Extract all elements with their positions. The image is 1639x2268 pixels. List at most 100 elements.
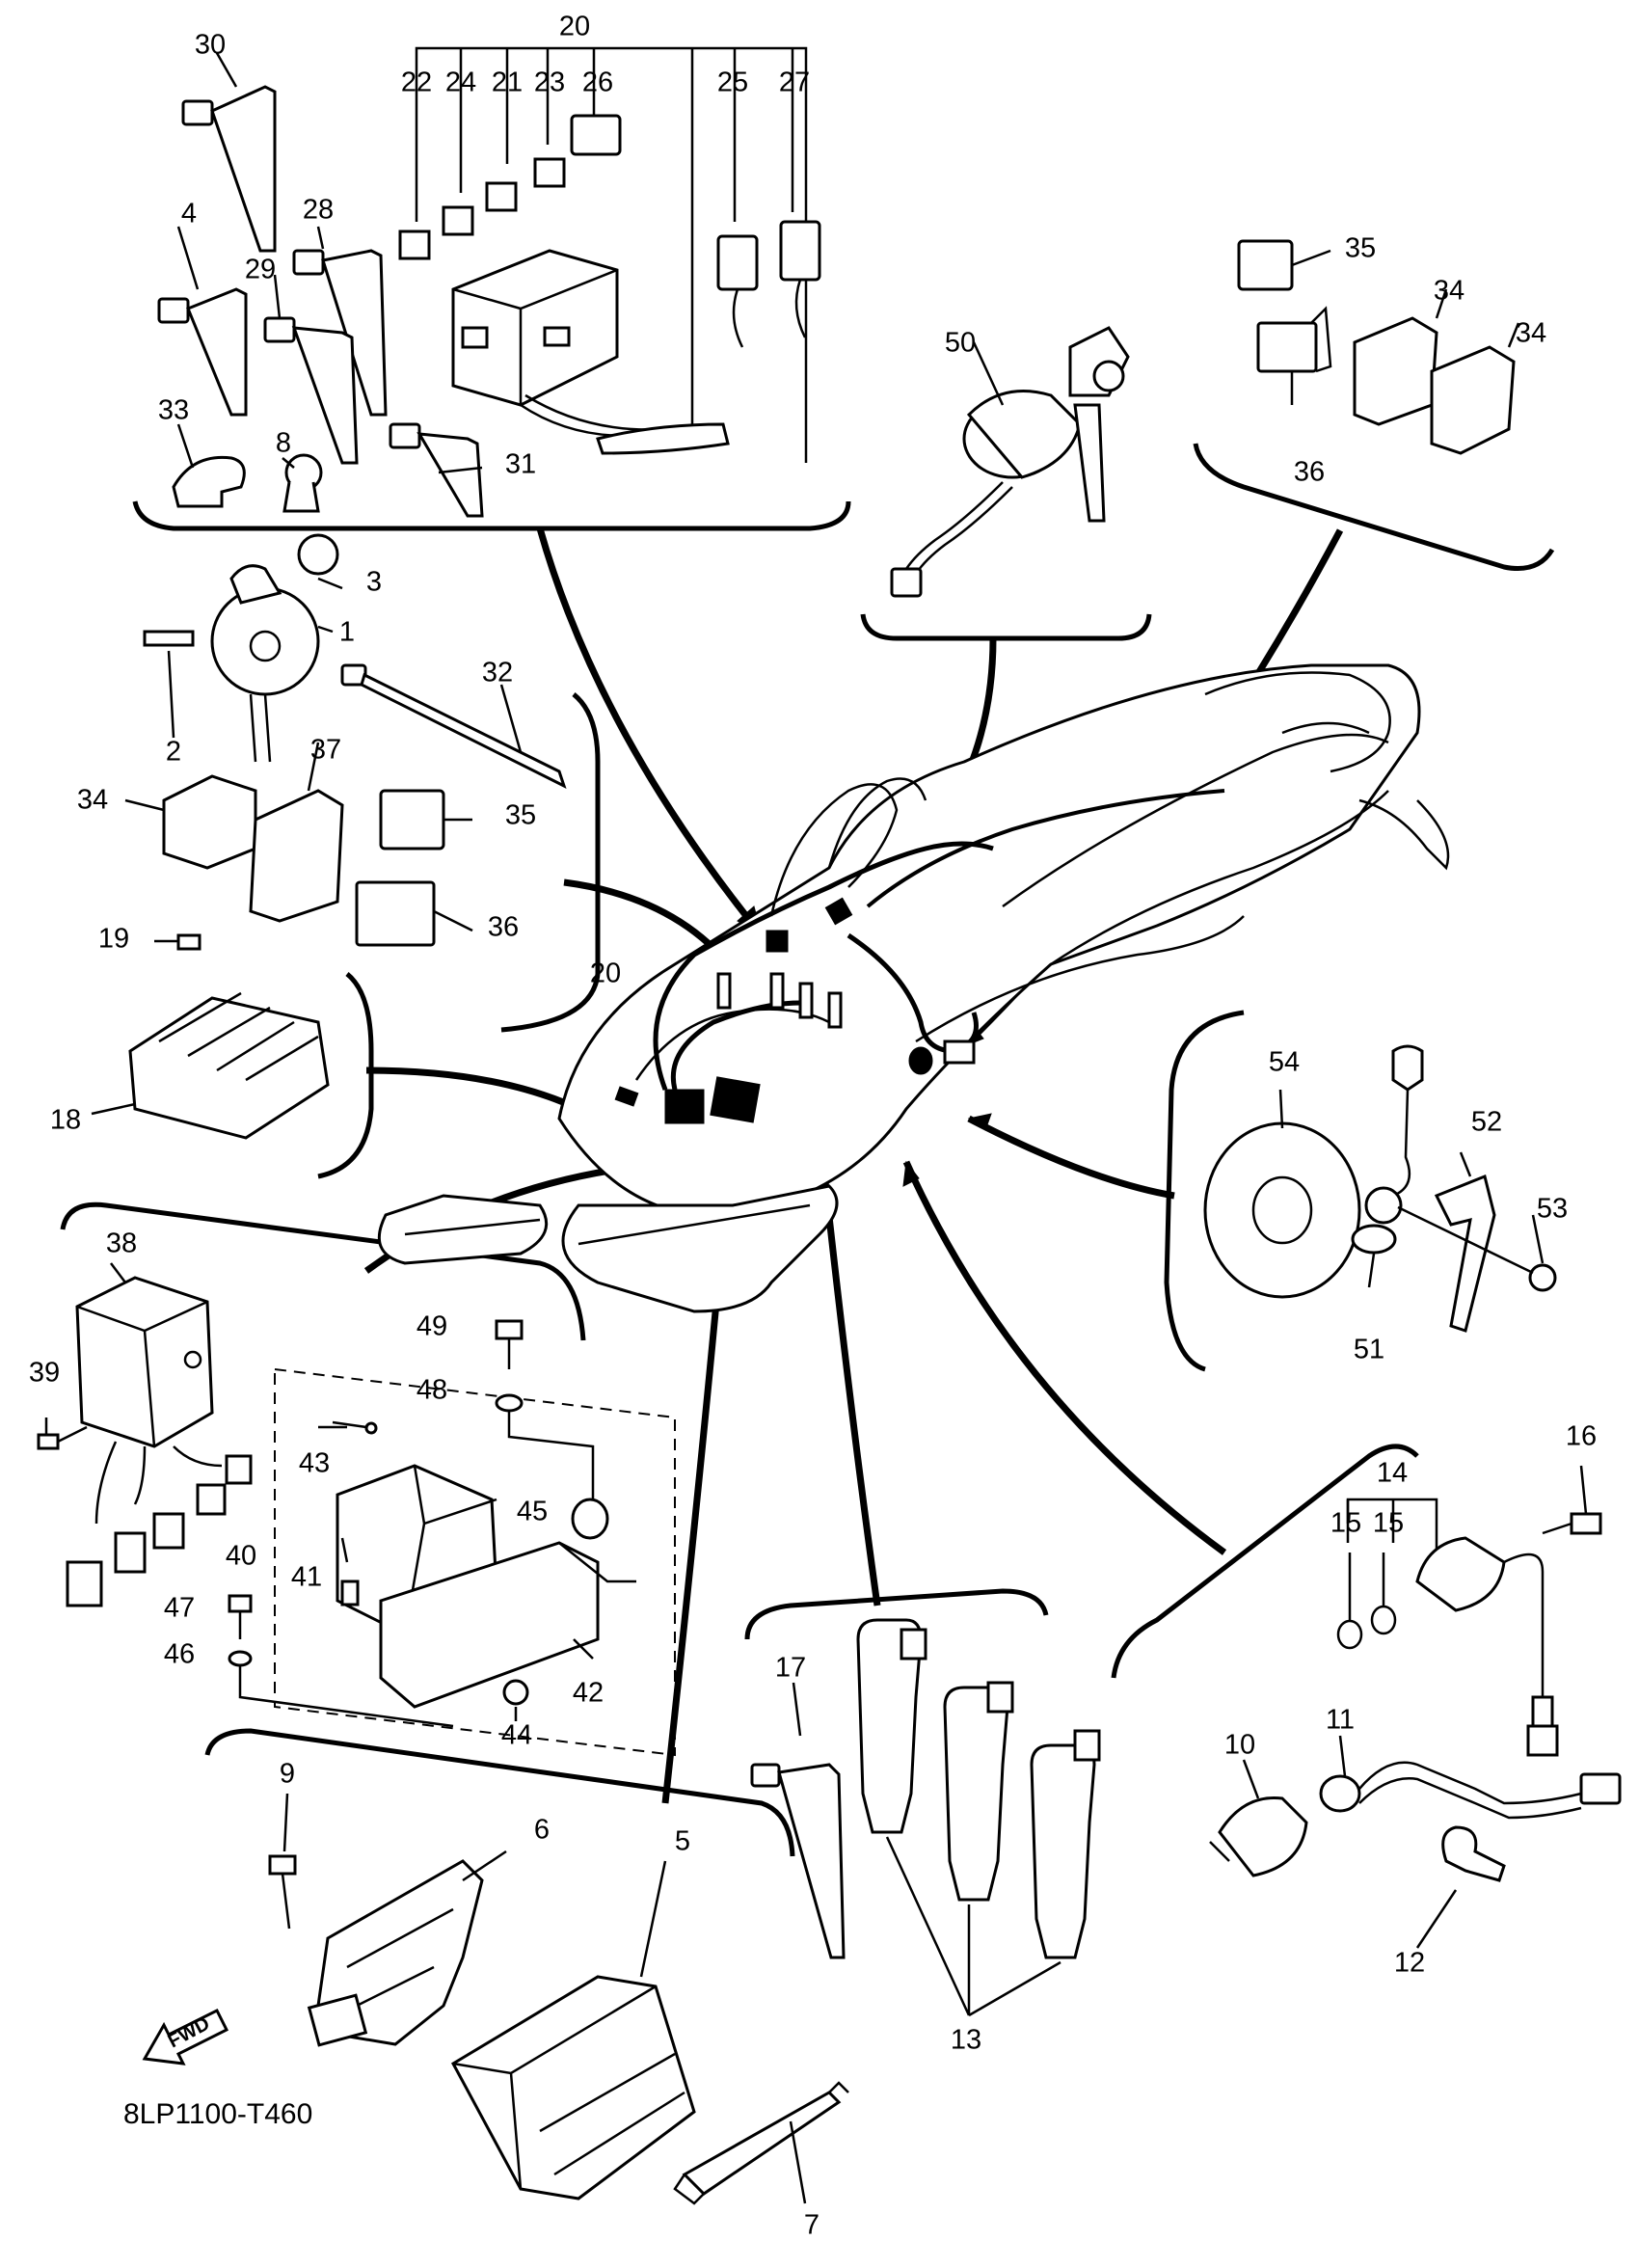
ecu-group xyxy=(268,1793,849,2205)
coils-group xyxy=(750,1618,1101,2017)
relay-cover-34a xyxy=(1353,316,1438,426)
callout-25: 25 xyxy=(716,67,749,98)
fuse-26 xyxy=(570,114,622,156)
callout-50: 50 xyxy=(944,327,977,359)
callout-49: 49 xyxy=(416,1310,448,1342)
callout-39: 39 xyxy=(28,1357,61,1389)
callout-23: 23 xyxy=(533,67,566,98)
callout-15-b: 15 xyxy=(1372,1507,1405,1539)
group-bracket-relays-top xyxy=(1193,443,1555,571)
ecu-cover-group xyxy=(37,1262,676,1757)
pressure-switch-10 xyxy=(1218,1796,1308,1877)
relay-cover-34b xyxy=(1430,345,1516,455)
callout-36-top: 36 xyxy=(1293,456,1326,488)
callout-6: 6 xyxy=(533,1814,551,1846)
callout-48: 48 xyxy=(416,1374,448,1406)
group-bracket-main-switch xyxy=(860,613,1152,641)
coil-c xyxy=(1030,1743,1096,1959)
callout-1: 1 xyxy=(338,616,356,648)
callout-42: 42 xyxy=(572,1677,605,1709)
callout-34-top-b: 34 xyxy=(1515,317,1547,349)
callout-8: 8 xyxy=(275,427,292,459)
callout-46: 46 xyxy=(163,1638,196,1670)
coil-a xyxy=(856,1618,923,1834)
callout-43: 43 xyxy=(298,1447,331,1479)
callout-34-top-a: 34 xyxy=(1433,275,1465,307)
rectifier-group xyxy=(91,933,330,1140)
fuse-22 xyxy=(398,230,431,260)
callout-36-mid: 36 xyxy=(487,911,520,943)
callout-32: 32 xyxy=(481,657,514,688)
callout-35-top: 35 xyxy=(1344,232,1377,264)
group-bracket-fuse-box xyxy=(132,500,851,531)
bolt-2 xyxy=(143,630,195,647)
callout-2: 2 xyxy=(165,736,182,768)
callout-11: 11 xyxy=(1325,1704,1356,1736)
callout-47: 47 xyxy=(163,1592,196,1624)
cable-tie-4 xyxy=(157,287,248,417)
callout-4: 4 xyxy=(180,198,198,230)
cable-tie-29 xyxy=(263,316,359,465)
callout-34-mid: 34 xyxy=(76,784,109,816)
callout-24: 24 xyxy=(444,67,477,98)
fuse-23 xyxy=(533,157,566,188)
callout-12: 12 xyxy=(1393,1947,1426,1979)
clamp-8 xyxy=(282,453,323,513)
sensor-51 xyxy=(1364,1186,1403,1225)
relay-35a xyxy=(1237,239,1294,291)
relay-socket-36a xyxy=(1256,321,1318,373)
leader-pressure-sensors xyxy=(902,1160,1227,1555)
bolt-9 xyxy=(268,1854,297,1876)
rectifier-18 xyxy=(128,996,330,1140)
group-bracket-coils xyxy=(744,1588,1049,1640)
callout-35-mid: 35 xyxy=(504,799,537,831)
horn-group xyxy=(124,533,567,947)
callout-53: 53 xyxy=(1536,1193,1569,1225)
callout-51: 51 xyxy=(1353,1334,1385,1365)
callout-19: 19 xyxy=(97,923,130,955)
callout-54: 54 xyxy=(1268,1046,1301,1078)
group-bracket-pressure-sensors xyxy=(1111,1444,1419,1679)
ecu-38 xyxy=(75,1276,214,1448)
nut-53 xyxy=(1528,1263,1557,1292)
callout-7: 7 xyxy=(803,2209,820,2241)
main-switch-group xyxy=(890,326,1130,598)
sensor-pickup-group xyxy=(1203,1044,1557,1333)
horn-1 xyxy=(210,586,320,696)
callout-10: 10 xyxy=(1223,1729,1256,1761)
callout-44: 44 xyxy=(500,1719,533,1751)
callout-20: 20 xyxy=(558,11,591,42)
group-bracket-sensor-right xyxy=(1164,1010,1245,1372)
coil-b xyxy=(943,1686,1009,1902)
fuse-box xyxy=(451,249,619,407)
bracket-52 xyxy=(1434,1174,1496,1333)
callout-5: 5 xyxy=(674,1825,691,1857)
callout-20-mid: 20 xyxy=(589,958,622,989)
callout-38: 38 xyxy=(105,1228,138,1259)
callout-30: 30 xyxy=(194,29,227,61)
relays-top-group xyxy=(1237,239,1520,455)
callout-17: 17 xyxy=(774,1652,807,1684)
callout-15-a: 15 xyxy=(1330,1507,1362,1539)
callout-40: 40 xyxy=(225,1540,257,1572)
group-bracket-ecu-cover xyxy=(60,1202,586,1341)
callout-16: 16 xyxy=(1565,1420,1598,1452)
bolt-19 xyxy=(176,933,202,951)
fuse-box-group xyxy=(157,46,821,518)
forward-arrow xyxy=(142,2008,229,2066)
pressure-sensors-group xyxy=(1209,1465,1622,1949)
group-bracket-horn xyxy=(500,692,601,1033)
callout-27: 27 xyxy=(778,67,811,98)
callout-3: 3 xyxy=(365,566,383,598)
cable-tie-30 xyxy=(181,85,277,253)
callout-22: 22 xyxy=(400,67,433,98)
callout-37: 37 xyxy=(309,734,342,766)
connector-27 xyxy=(779,220,821,282)
callout-28: 28 xyxy=(302,194,335,226)
callout-29: 29 xyxy=(244,254,277,285)
snowmobile-body xyxy=(377,663,1450,1313)
callout-18: 18 xyxy=(49,1104,82,1136)
group-bracket-rectifier xyxy=(317,972,374,1179)
leader-fuse-box xyxy=(536,527,765,938)
